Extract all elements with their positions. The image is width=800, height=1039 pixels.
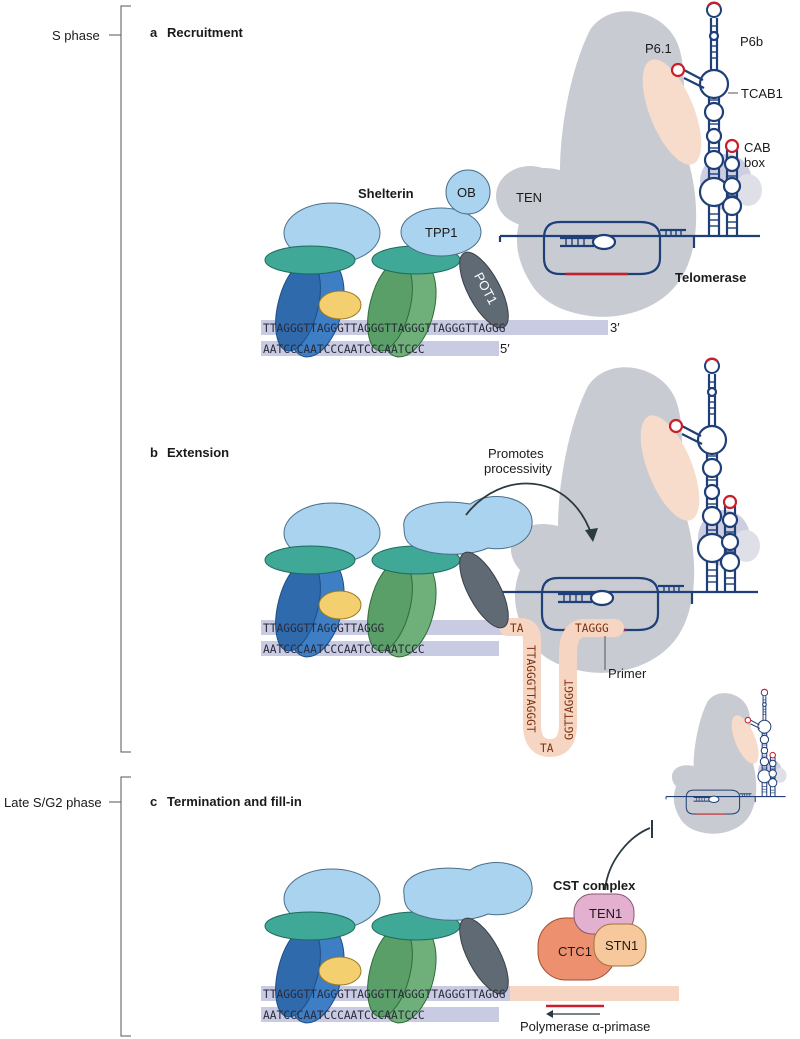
panel-a-title: Recruitment <box>167 25 244 40</box>
seq-b-loop-turn: TA <box>540 742 554 755</box>
extension-strand <box>499 618 624 757</box>
label-p6b: P6b <box>740 34 763 49</box>
s-phase-bracket <box>109 5 131 753</box>
panel-b-letter: b <box>150 445 158 460</box>
seq-b-loop-start: TA <box>510 622 524 635</box>
seq-b-loop-top: TAGGG <box>575 622 609 635</box>
label-ob: OB <box>457 185 476 200</box>
processivity-arrow <box>465 482 593 537</box>
label-cst-complex: CST complex <box>553 878 636 893</box>
late-s-g2-bracket <box>109 776 131 1037</box>
pot1-protein <box>459 251 509 329</box>
seq-b-loop-down: TTAGGGTTAGGGT <box>524 645 537 733</box>
panel-a-letter: a <box>150 25 158 40</box>
label-p6-1: P6.1 <box>645 41 672 56</box>
label-promotes-1: Promotes <box>488 446 544 461</box>
seq-a-5prime: 5′ <box>500 341 510 356</box>
label-ten1: TEN1 <box>589 906 622 921</box>
phase-label-s: S phase <box>52 28 100 43</box>
stn1-protein <box>593 923 647 967</box>
label-shelterin: Shelterin <box>358 186 414 201</box>
inhibition-arrow <box>604 827 651 891</box>
panel-c: CST complex TEN1 CTC1 STN1 TTAGGGTTAGGGT… <box>261 688 787 1034</box>
pot1-protein-b <box>459 551 509 629</box>
label-ten: TEN <box>516 190 542 205</box>
panel-c-title: Termination and fill-in <box>167 794 302 809</box>
label-stn1: STN1 <box>605 938 638 953</box>
label-primer: Primer <box>608 666 647 681</box>
telomerase-small <box>665 688 787 834</box>
label-tpp1: TPP1 <box>425 225 458 240</box>
seq-c-top: TTAGGGTTAGGGTTAGGGTTAGGGTTAGGGTTAGGG <box>263 988 506 1001</box>
seq-b-bottom: AATCCCAATCCCAATCCCAATCCC <box>263 643 425 656</box>
pot1-protein-c <box>459 917 509 995</box>
panel-b-title: Extension <box>167 445 229 460</box>
label-cab-box-1: CAB <box>744 140 771 155</box>
panel-c-letter: c <box>150 794 157 809</box>
label-ctc1: CTC1 <box>558 944 592 959</box>
seq-b-loop-up: GGTTAGGGT <box>563 679 576 740</box>
panel-b: TTAGGGTTAGGGTTAGGG AATCCCAATCCCAATCCCAAT… <box>261 357 760 757</box>
label-tcab1: TCAB1 <box>741 86 783 101</box>
seq-c-bottom: AATCCCAATCCCAATCCCAATCCC <box>263 1009 425 1022</box>
seq-a-3prime: 3′ <box>610 320 620 335</box>
tpp1-ob-b <box>403 496 533 555</box>
label-promotes-2: processivity <box>484 461 552 476</box>
label-telomerase: Telomerase <box>675 270 746 285</box>
seq-b-top: TTAGGGTTAGGGTTAGGG <box>263 622 385 635</box>
ten-domain <box>496 166 564 226</box>
tpp1-protein <box>400 207 482 257</box>
tpp1-ob-c <box>403 862 533 921</box>
panel-a: TTAGGGTTAGGGTTAGGGTTAGGGTTAGGGTTAGGG 3′ … <box>261 1 783 364</box>
label-polymerase: Polymerase α-primase <box>520 1019 650 1034</box>
seq-a-top: TTAGGGTTAGGGTTAGGGTTAGGGTTAGGGTTAGGG <box>263 322 506 335</box>
dna-top-strand <box>261 320 608 335</box>
label-cab-box-2: box <box>744 155 765 170</box>
phase-label-late-s-g2: Late S/G2 phase <box>4 795 102 810</box>
ob-domain <box>445 169 491 215</box>
seq-a-bottom: AATCCCAATCCCAATCCCAATCCC <box>263 343 425 356</box>
